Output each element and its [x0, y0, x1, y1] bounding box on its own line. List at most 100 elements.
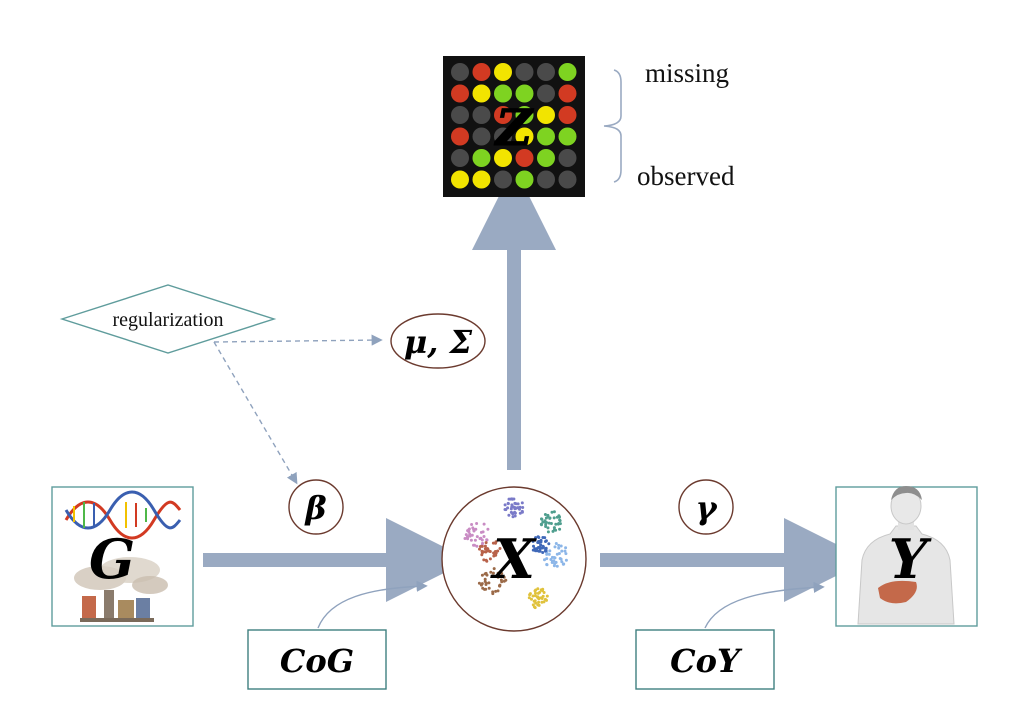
cluster-dot [471, 526, 475, 530]
cluster-dot [541, 536, 545, 539]
cluster-dot [561, 562, 565, 566]
x-label: X [490, 527, 537, 591]
cluster-dot [545, 563, 549, 567]
cluster-dot [481, 541, 484, 545]
cluster-dot [546, 526, 550, 530]
cluster-dot [484, 541, 488, 545]
cluster-dot [520, 509, 524, 513]
cluster-dot [540, 589, 544, 593]
cluster-dot [545, 552, 549, 556]
matrix-dot-yellow [515, 127, 534, 146]
cluster-dot [530, 597, 533, 601]
coy-label: CoY [670, 642, 743, 680]
cluster-dot [543, 558, 546, 562]
cluster-dot [500, 580, 504, 584]
cluster-dot [483, 544, 487, 548]
cluster-dot [488, 557, 492, 561]
matrix-dot-gray [451, 63, 469, 81]
cluster-dot [473, 543, 476, 547]
cluster-dot [544, 525, 548, 528]
cluster-dot [487, 581, 491, 585]
cluster-dot [541, 551, 545, 554]
cluster-dot [477, 581, 481, 585]
matrix-dot-green [558, 63, 577, 81]
observed-label: observed [637, 161, 735, 191]
cluster-dot [489, 570, 493, 574]
matrix-dot-gray [472, 127, 491, 146]
cluster-dot [554, 560, 558, 564]
cluster-dot [480, 551, 484, 555]
cluster-dot [539, 522, 543, 526]
cluster-dot [554, 528, 558, 532]
dashed-arrow-to-mu-sigma [213, 334, 383, 346]
cluster-dot [534, 536, 538, 540]
cluster-dot [528, 593, 532, 597]
z-matrix-dots [451, 63, 577, 189]
cluster-dot [484, 558, 488, 562]
cluster-dot [484, 587, 488, 591]
g-node: G [51, 486, 194, 627]
matrix-dot-green [494, 84, 512, 103]
cluster-dot [518, 511, 522, 515]
cluster-dot [555, 564, 559, 568]
cluster-dot [550, 555, 554, 559]
cluster-dot [531, 603, 535, 607]
cluster-dot [558, 527, 562, 531]
matrix-dot-yellow [537, 106, 555, 124]
cluster-dot [534, 601, 538, 605]
cluster-dot [518, 507, 521, 511]
cluster-dot [552, 510, 556, 514]
cluster-dot [559, 544, 563, 548]
cluster-dot [531, 594, 535, 598]
cluster-dot [485, 547, 489, 551]
matrix-dot-green [515, 106, 534, 124]
matrix-dot-green [472, 149, 491, 167]
cluster-dot [483, 577, 487, 581]
cluster-dot [500, 572, 504, 575]
cluster-dot [532, 544, 535, 548]
z-matrix: Z [443, 56, 585, 197]
matrix-dot-green [558, 127, 577, 146]
cluster-dot [557, 515, 560, 519]
cluster-dot [482, 558, 486, 562]
missing-label: missing [645, 58, 729, 88]
cluster-dot [504, 508, 508, 512]
cluster-dot [521, 506, 525, 509]
x-node: X [441, 486, 587, 632]
cluster-dot [552, 564, 556, 568]
matrix-dot-gray [472, 106, 491, 124]
cluster-dot [564, 558, 568, 562]
cluster-dot [507, 497, 511, 501]
matrix-dot-gray [537, 63, 555, 81]
cluster-dot [540, 600, 544, 604]
human-body-icon [857, 486, 955, 625]
cluster-dot [543, 513, 547, 516]
cluster-dot [466, 535, 470, 539]
matrix-dot-gray [558, 149, 577, 167]
cluster-dot [564, 552, 568, 556]
cluster-dot [550, 510, 554, 514]
matrix-dot-green [537, 127, 555, 146]
cluster-dot [531, 539, 535, 543]
cluster-dot [494, 589, 498, 593]
cluster-dot [560, 560, 564, 564]
regularization-diamond [59, 284, 277, 354]
mu-sigma-label: μ, Σ [404, 323, 473, 361]
cluster-dot [480, 538, 484, 542]
cluster-dot [494, 553, 498, 557]
matrix-dot-green [515, 170, 534, 189]
cluster-dot [560, 549, 564, 553]
factory-pollution-icon [74, 557, 168, 622]
cluster-dot [538, 549, 542, 553]
arrow-cog-to-x [317, 580, 428, 629]
y-node: Y [835, 486, 978, 627]
cluster-dot [557, 522, 561, 525]
cluster-dot [537, 600, 541, 604]
beta-label: β [304, 489, 326, 527]
cog-box [247, 629, 387, 690]
dashed-arrow-to-beta [213, 341, 298, 485]
dna-icon [64, 490, 182, 540]
cluster-dot [539, 543, 543, 547]
cluster-dot [479, 583, 483, 587]
